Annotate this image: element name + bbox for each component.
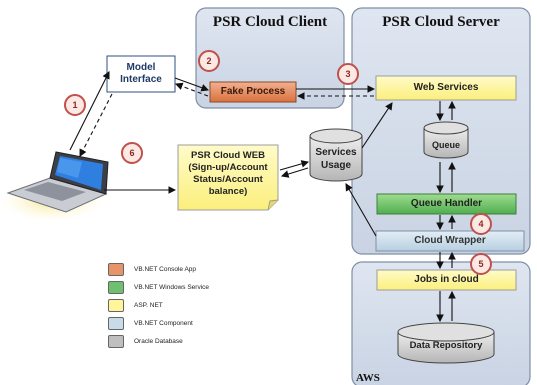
server-title: PSR Cloud Server — [382, 14, 500, 30]
jobs-in-cloud-box — [376, 269, 517, 291]
legend-swatch — [108, 298, 124, 312]
legend-label: Oracle Database — [134, 337, 183, 345]
legend-label: VB.NET Windows Service — [134, 283, 210, 291]
data-repository-label: Data Repository — [409, 340, 483, 351]
legend-item: Oracle Database — [108, 334, 183, 348]
step-2-badge: 2 — [198, 50, 220, 72]
step-6-badge: 6 — [121, 142, 143, 164]
model-interface-label: Model Interface — [120, 62, 162, 85]
legend-label: VB.NET Component — [134, 319, 193, 327]
legend-swatch — [108, 334, 124, 348]
services-usage-label: Services Usage — [315, 147, 357, 171]
legend-swatch — [108, 316, 124, 330]
legend-swatch — [108, 280, 124, 294]
legend-item: ASP. NET — [108, 298, 163, 312]
legend-item: VB.NET Console App — [108, 262, 196, 276]
queue-database — [423, 121, 469, 159]
web-services-label: Web Services — [413, 82, 479, 93]
jobs-in-cloud-label: Jobs in cloud — [414, 274, 479, 285]
connection-arrows — [69, 71, 456, 323]
legend-label: ASP. NET — [134, 301, 163, 309]
legend-label: VB.NET Console App — [134, 265, 197, 273]
queue-handler-label: Queue Handler — [410, 198, 483, 209]
step-4-badge: 4 — [470, 213, 492, 235]
queue-label: Queue — [431, 140, 460, 150]
data-repository-database — [397, 322, 495, 364]
web-services-box — [375, 75, 517, 101]
fake-process-label: Fake Process — [220, 86, 286, 97]
legend-swatch — [108, 262, 124, 276]
step-5-badge: 5 — [470, 253, 492, 275]
step-3-badge: 3 — [337, 63, 359, 85]
psr-cloud-web-label: PSR Cloud WEB (Sign-up/Account Status/Ac… — [188, 150, 268, 197]
step-1-badge: 1 — [64, 94, 86, 116]
model-interface-box — [106, 55, 176, 93]
laptop-icon — [0, 151, 109, 222]
client-title: PSR Cloud Client — [212, 14, 328, 30]
queue-handler-box — [376, 193, 517, 215]
legend-item: VB.NET Component — [108, 316, 193, 330]
services-usage-database — [309, 128, 363, 182]
cloud-wrapper-label: Cloud Wrapper — [414, 235, 486, 246]
aws-title: AWS — [356, 372, 380, 384]
fake-process-box — [209, 81, 297, 103]
cloud-wrapper-box — [375, 230, 525, 252]
legend-item: VB.NET Windows Service — [108, 280, 209, 294]
